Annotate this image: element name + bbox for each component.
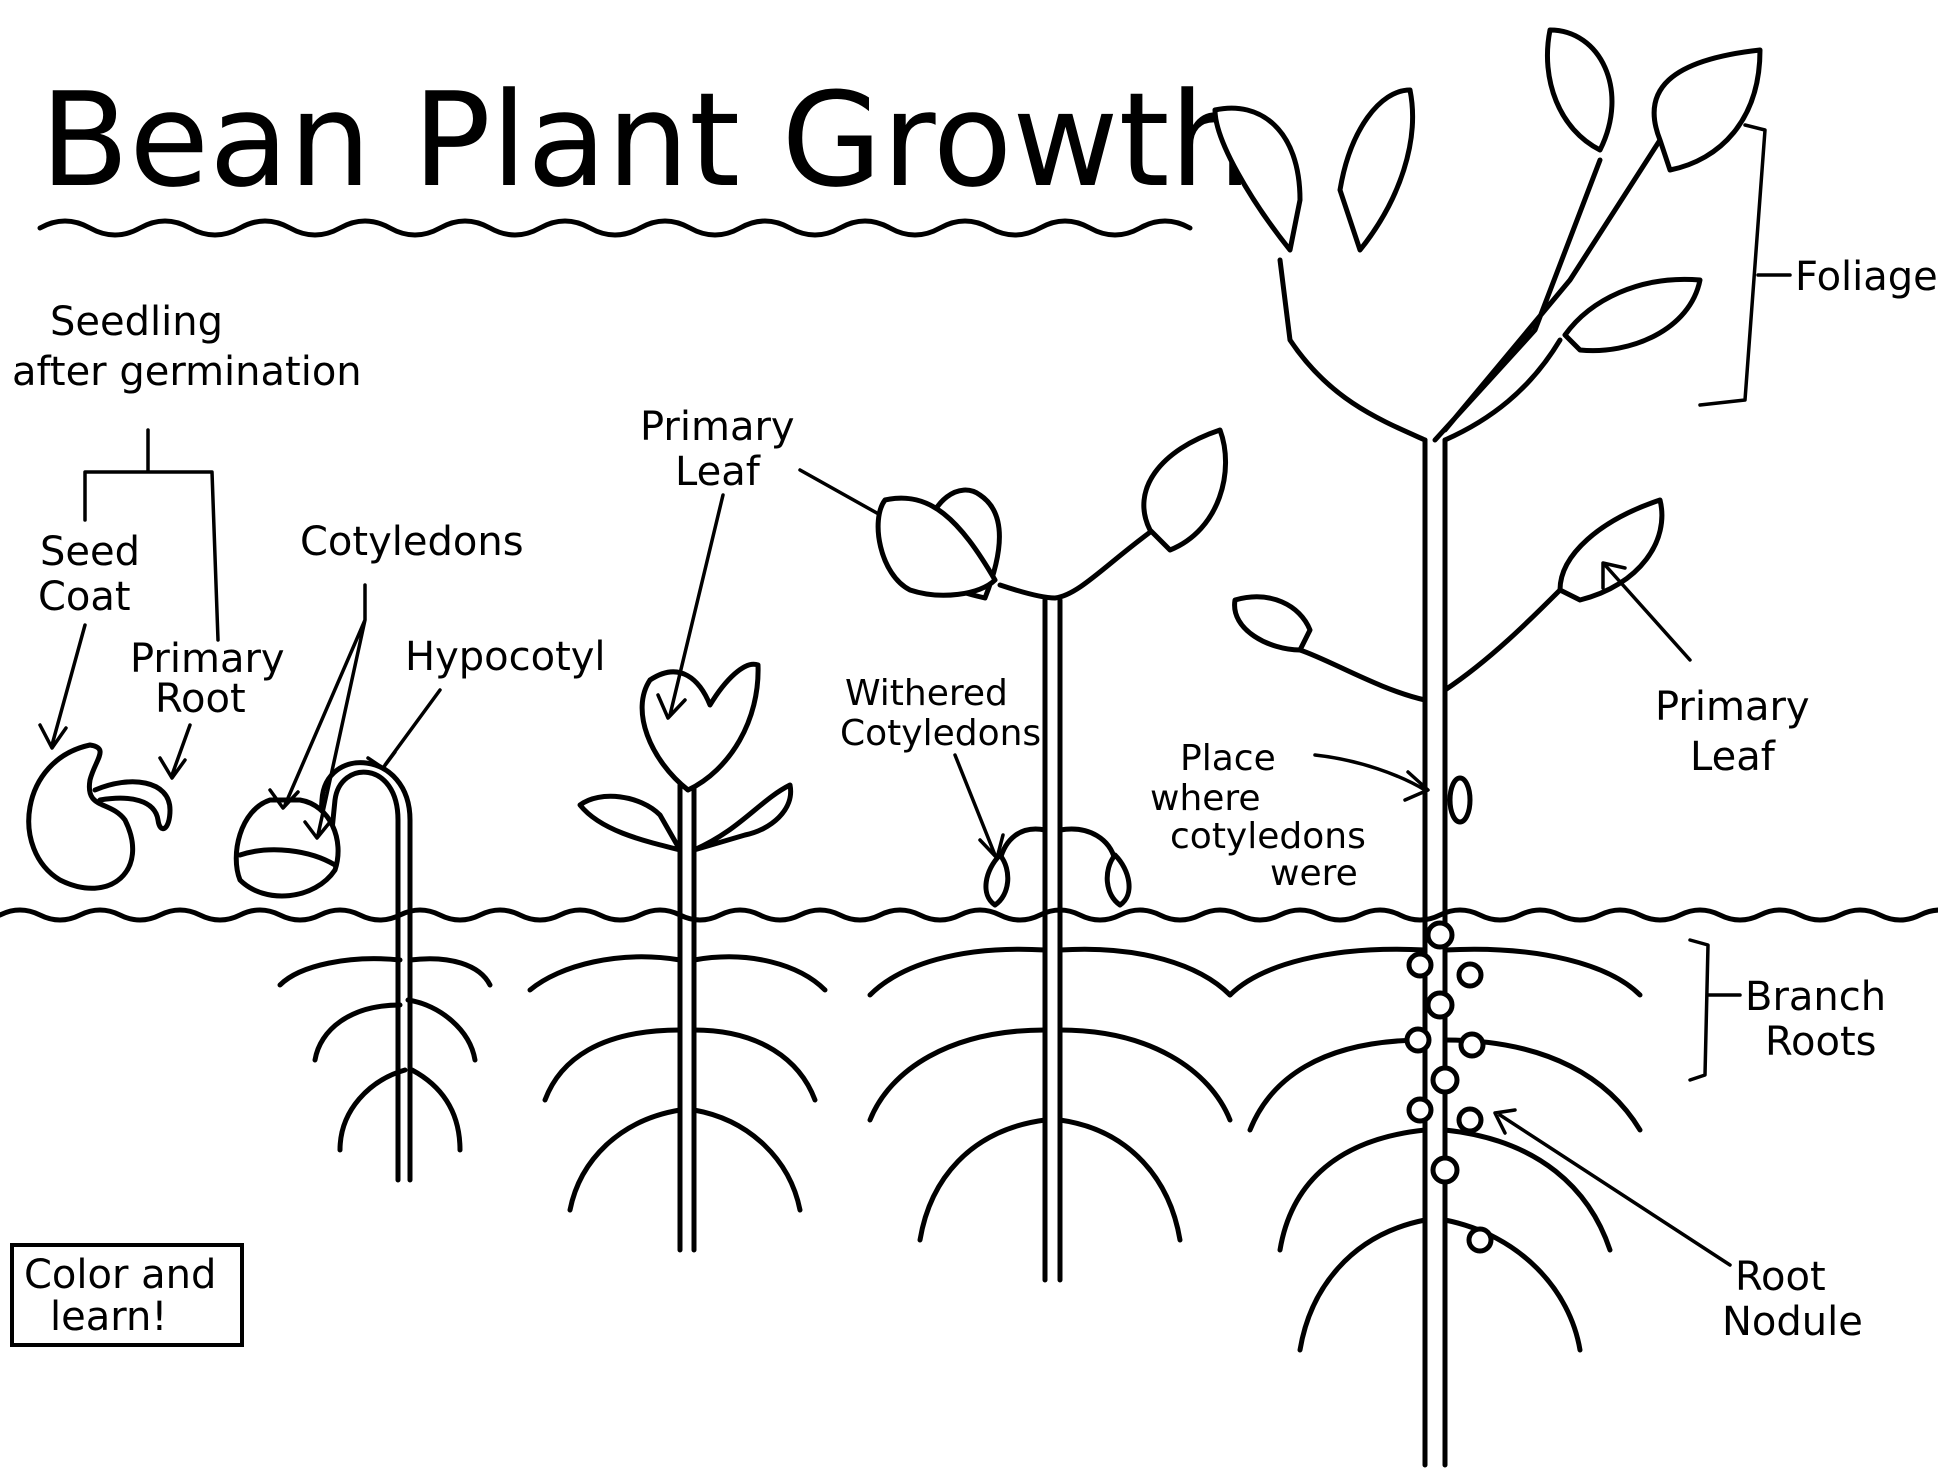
arrow-primary-leaf-2 [1603,563,1690,660]
svg-text:Withered: Withered [845,673,1008,714]
arrow-seed-coat [40,625,85,748]
svg-text:Leaf: Leaf [1690,734,1776,780]
svg-text:Seedling: Seedling [50,299,223,345]
stage-1-seed [29,745,170,888]
arrow-hypocotyl [368,690,440,768]
svg-text:Coat: Coat [38,574,131,620]
label-primary-leaf-2: Primary Leaf [1655,684,1810,780]
arrow-root-nodule [1495,1110,1730,1265]
svg-text:were: were [1270,853,1358,894]
svg-text:Primary: Primary [640,404,795,450]
svg-text:Roots: Roots [1765,1019,1876,1065]
svg-text:cotyledons: cotyledons [1170,816,1366,857]
svg-text:Leaf: Leaf [675,449,761,495]
arrow-withered [955,755,1003,858]
label-root-nodule: Root Nodule [1722,1254,1863,1345]
label-branch-roots: Branch Roots [1745,974,1886,1065]
stage-2-seedling [236,763,490,1180]
arrow-primary-root [160,725,190,778]
label-withered-cotyledons: Withered Cotyledons [840,673,1041,754]
label-primary-root: Primary Root [130,636,285,722]
svg-text:after germination: after germination [12,349,362,395]
svg-text:Root: Root [155,676,246,722]
svg-text:Root: Root [1735,1254,1826,1300]
svg-text:learn!: learn! [50,1294,167,1340]
arrow-place-where [1315,755,1428,800]
svg-text:Primary: Primary [1655,684,1810,730]
svg-text:Seed: Seed [40,529,140,575]
label-hypocotyl: Hypocotyl [405,634,606,680]
label-cotyledons: Cotyledons [300,519,524,565]
svg-text:Branch: Branch [1745,974,1886,1020]
label-seed-coat: Seed Coat [38,529,140,620]
label-seedling: Seedling after germination [12,299,362,395]
soil-line [0,910,1938,920]
stage-5-mature-plant [1215,30,1760,1465]
svg-text:Color and: Color and [24,1252,216,1298]
title-underline [40,221,1190,235]
diagram-title: Bean Plant Growth [40,64,1252,216]
svg-text:Nodule: Nodule [1722,1299,1863,1345]
svg-text:Cotyledons: Cotyledons [840,713,1041,754]
label-foliage: Foliage [1795,254,1938,300]
svg-text:Place: Place [1180,738,1276,779]
label-primary-leaf-1: Primary Leaf [640,404,795,495]
stage-3-young-plant [530,664,825,1250]
foliage-bracket [1700,125,1790,405]
label-place-where: Place where cotyledons were [1150,738,1366,894]
branch-roots-bracket [1690,940,1740,1080]
svg-text:where: where [1150,778,1261,819]
note-box: Color and learn! [12,1245,242,1345]
